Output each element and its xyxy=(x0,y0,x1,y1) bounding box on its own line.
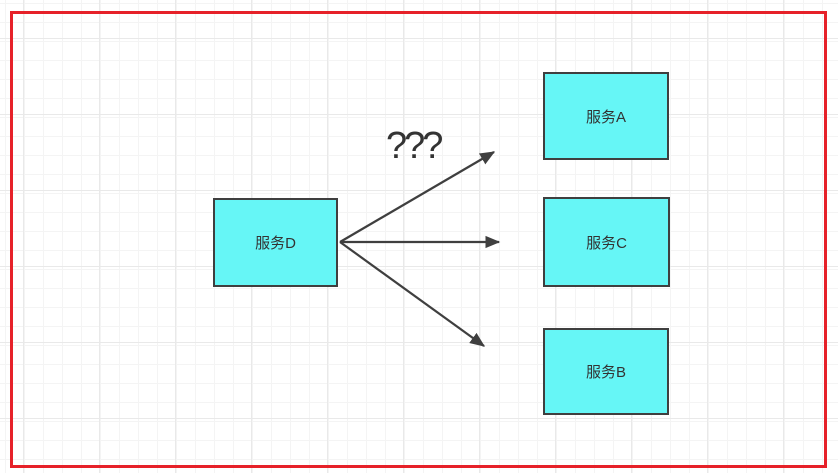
node-service-d-label: 服务D xyxy=(255,235,296,252)
node-service-d[interactable]: 服务D xyxy=(213,198,338,287)
edge-d-to-a[interactable] xyxy=(339,151,496,243)
node-service-c-label: 服务C xyxy=(586,234,627,252)
question-annotation[interactable]: ??? xyxy=(386,125,443,167)
node-service-c[interactable]: 服务C xyxy=(543,197,670,287)
node-service-a-label: 服务A xyxy=(585,108,626,126)
node-service-b-label: 服务B xyxy=(585,364,626,381)
node-service-b[interactable]: 服务B xyxy=(543,328,669,415)
node-service-a[interactable]: 服务A xyxy=(543,72,669,160)
edge-d-to-b[interactable] xyxy=(339,241,486,347)
